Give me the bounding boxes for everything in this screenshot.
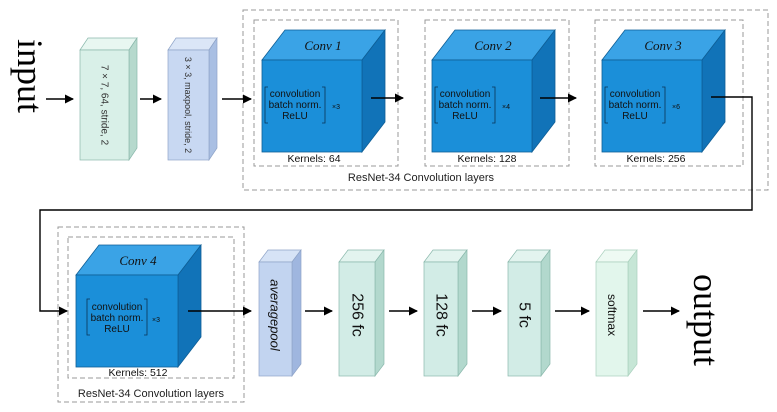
conv2-kernels: Kernels: 128 — [458, 153, 517, 165]
top-group-caption: ResNet-34 Convolution layers — [348, 172, 495, 184]
conv1-repeat: ×3 — [332, 104, 340, 111]
conv3-kernels: Kernels: 256 — [627, 153, 686, 165]
conv4-title: Conv 4 — [119, 253, 157, 268]
conv1-line1: convolution — [270, 89, 321, 100]
conv1-line3: ReLU — [282, 111, 308, 122]
conv2-line2: batch norm. — [439, 100, 492, 111]
conv3-title: Conv 3 — [644, 38, 682, 53]
conv4-line3: ReLU — [104, 324, 130, 335]
flow-arrows — [39, 93, 753, 316]
conv3-line1: convolution — [610, 89, 661, 100]
conv4-kernels: Kernels: 512 — [109, 367, 168, 379]
conv1-title: Conv 1 — [304, 38, 341, 53]
conv3-line2: batch norm. — [609, 100, 662, 111]
fc128-layer: 128 fc — [423, 248, 468, 378]
conv4-line1: convolution — [92, 302, 143, 313]
conv2-block: Conv 2 convolution batch norm. ReLU ×4 K… — [431, 28, 556, 165]
conv4-repeat: ×3 — [152, 317, 160, 324]
conv3-block: Conv 3 convolution batch norm. ReLU ×6 K… — [601, 28, 726, 165]
fc5-layer: 5 fc — [507, 248, 551, 378]
conv2-line3: ReLU — [452, 111, 478, 122]
conv2-title: Conv 2 — [474, 38, 512, 53]
stem-layer-1: 7 × 7, 64, stride, 2 — [79, 36, 138, 162]
fc128-label: 128 fc — [433, 293, 450, 337]
arrow-conv3-to-conv4 — [39, 96, 753, 316]
avgpool-layer: averagepool — [258, 248, 302, 378]
softmax-label: softmax — [605, 294, 619, 336]
stem-layer-2-label: 3 × 3, maxpool, stride, 2 — [183, 57, 193, 153]
input-label: input — [10, 39, 50, 113]
output-label: output — [686, 274, 726, 366]
conv1-kernels: Kernels: 64 — [287, 153, 340, 165]
conv4-line2: batch norm. — [91, 313, 144, 324]
conv2-repeat: ×4 — [502, 104, 510, 111]
fc5-label: 5 fc — [516, 302, 533, 328]
fc256-layer: 256 fc — [338, 248, 385, 378]
softmax-layer: softmax — [595, 248, 638, 378]
conv1-block: Conv 1 convolution batch norm. ReLU ×3 K… — [261, 28, 386, 165]
conv3-repeat: ×6 — [672, 104, 680, 111]
conv3-line3: ReLU — [622, 111, 648, 122]
fc256-label: 256 fc — [349, 293, 366, 337]
conv2-line1: convolution — [440, 89, 491, 100]
stem-layer-2: 3 × 3, maxpool, stride, 2 — [167, 36, 218, 162]
conv4-block: Conv 4 convolution batch norm. ReLU ×3 K… — [75, 243, 202, 379]
avgpool-label: averagepool — [268, 279, 283, 352]
conv1-line2: batch norm. — [269, 100, 322, 111]
bottom-group-caption: ResNet-34 Convolution layers — [78, 388, 225, 400]
stem-layer-1-label: 7 × 7, 64, stride, 2 — [99, 65, 110, 146]
